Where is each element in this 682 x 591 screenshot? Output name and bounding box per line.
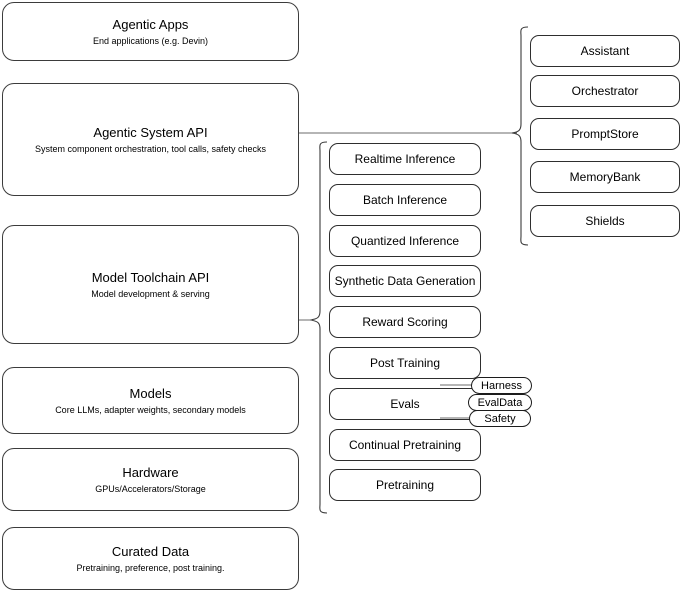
- evals-badge-harness[interactable]: Harness: [471, 377, 532, 394]
- chip-label: Shields: [585, 214, 625, 228]
- chip-label: Orchestrator: [571, 84, 639, 98]
- toolchain-chip-continual-pretraining[interactable]: Continual Pretraining: [329, 429, 481, 461]
- layer-subtitle: System component orchestration, tool cal…: [34, 143, 267, 154]
- brace-agentic-components: [511, 26, 529, 246]
- toolchain-chip-post-training[interactable]: Post Training: [329, 347, 481, 379]
- evals-badge-safety[interactable]: Safety: [469, 410, 531, 427]
- layer-subtitle: GPUs/Accelerators/Storage: [95, 483, 206, 494]
- chip-label: Realtime Inference: [354, 152, 456, 166]
- chip-label: Assistant: [580, 44, 630, 58]
- agentic-chip-promptstore[interactable]: PromptStore: [530, 118, 680, 150]
- toolchain-chip-realtime-inference[interactable]: Realtime Inference: [329, 143, 481, 175]
- agentic-chip-orchestrator[interactable]: Orchestrator: [530, 75, 680, 107]
- layer-subtitle: Model development & serving: [91, 288, 210, 299]
- layer-model-toolchain-api[interactable]: Model Toolchain API Model development & …: [2, 225, 299, 344]
- layer-curated-data[interactable]: Curated Data Pretraining, preference, po…: [2, 527, 299, 590]
- badge-label: EvalData: [477, 396, 523, 409]
- layer-models[interactable]: Models Core LLMs, adapter weights, secon…: [2, 367, 299, 434]
- chip-label: PromptStore: [571, 127, 639, 141]
- layer-subtitle: Core LLMs, adapter weights, secondary mo…: [55, 404, 246, 415]
- chip-label: Batch Inference: [362, 193, 448, 207]
- chip-label: Reward Scoring: [362, 315, 448, 329]
- toolchain-chip-pretraining[interactable]: Pretraining: [329, 469, 481, 501]
- layer-title: Hardware: [122, 464, 179, 480]
- evals-badge-evaldata[interactable]: EvalData: [468, 394, 532, 411]
- badge-label: Safety: [484, 412, 516, 425]
- toolchain-chip-reward-scoring[interactable]: Reward Scoring: [329, 306, 481, 338]
- layer-title: Models: [129, 385, 172, 401]
- layer-hardware[interactable]: Hardware GPUs/Accelerators/Storage: [2, 448, 299, 511]
- toolchain-chip-quantized-inference[interactable]: Quantized Inference: [329, 225, 481, 257]
- chip-label: Post Training: [369, 356, 441, 370]
- layer-title: Curated Data: [111, 543, 190, 559]
- layer-agentic-apps[interactable]: Agentic Apps End applications (e.g. Devi…: [2, 2, 299, 61]
- layer-title: Model Toolchain API: [91, 269, 210, 285]
- layer-title: Agentic System API: [93, 124, 208, 140]
- chip-label: Pretraining: [375, 478, 435, 492]
- chip-label: Continual Pretraining: [348, 438, 462, 452]
- chip-label: Evals: [390, 397, 420, 411]
- toolchain-chip-batch-inference[interactable]: Batch Inference: [329, 184, 481, 216]
- layer-subtitle: Pretraining, preference, post training.: [76, 562, 225, 573]
- toolchain-chip-evals[interactable]: Evals: [329, 388, 481, 420]
- brace-toolchain-components: [309, 141, 328, 514]
- layer-subtitle: End applications (e.g. Devin): [92, 35, 209, 46]
- chip-label: Synthetic Data Generation: [334, 274, 476, 288]
- chip-label: MemoryBank: [569, 170, 641, 184]
- layer-agentic-system-api[interactable]: Agentic System API System component orch…: [2, 83, 299, 196]
- toolchain-chip-synthetic-data-generation[interactable]: Synthetic Data Generation: [329, 265, 481, 297]
- badge-label: Harness: [481, 379, 522, 392]
- agentic-chip-shields[interactable]: Shields: [530, 205, 680, 237]
- agentic-chip-assistant[interactable]: Assistant: [530, 35, 680, 67]
- layer-title: Agentic Apps: [112, 16, 189, 32]
- agentic-chip-memorybank[interactable]: MemoryBank: [530, 161, 680, 193]
- chip-label: Quantized Inference: [350, 234, 460, 248]
